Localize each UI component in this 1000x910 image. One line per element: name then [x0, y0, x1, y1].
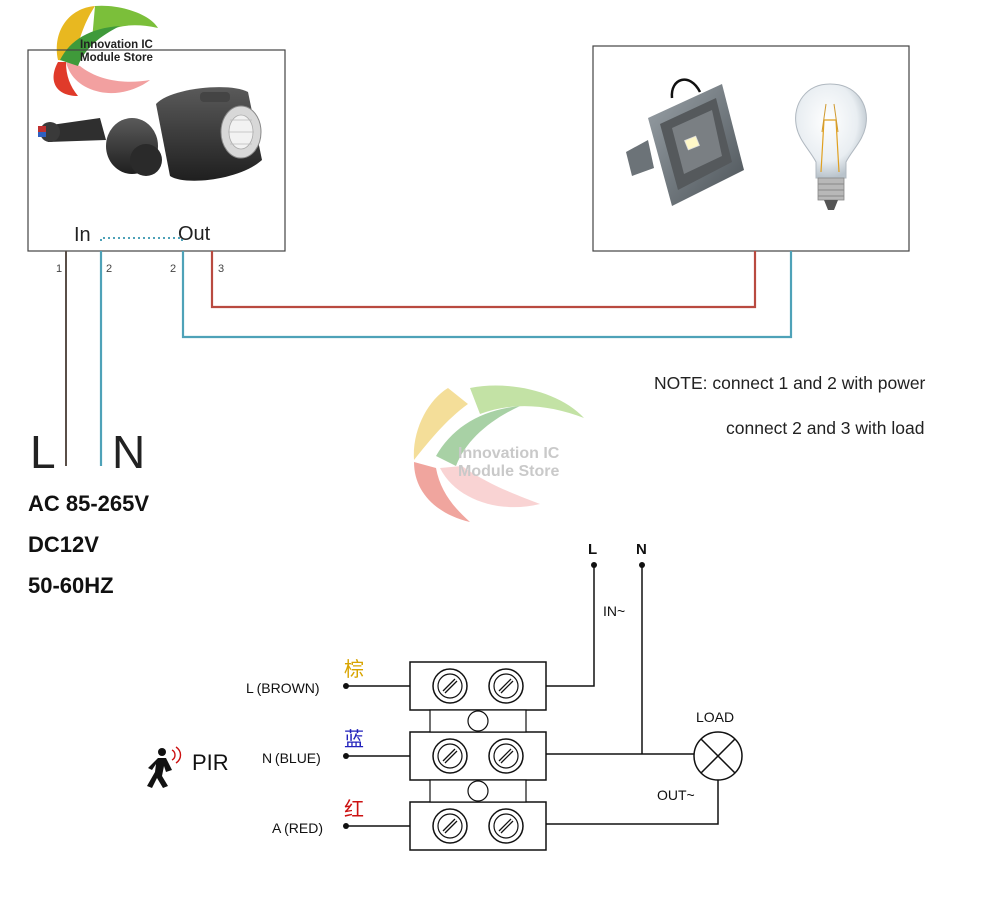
- logo-leaf-icon: [53, 5, 158, 96]
- schematic-wire-out-a: [546, 780, 719, 825]
- row-label-red: A (RED): [272, 820, 323, 836]
- power-n-label: N: [112, 426, 145, 478]
- row-label-brown: L (BROWN): [246, 680, 320, 696]
- logo-line2: Module Store: [80, 52, 153, 64]
- power-l-label: L: [30, 426, 56, 478]
- floodlight-image: [626, 78, 744, 206]
- screw-icon: [432, 808, 468, 844]
- walking-person-icon: [147, 746, 182, 788]
- schematic-n-label: N: [636, 541, 647, 558]
- pir-sensor-image: [38, 87, 262, 181]
- note-line-1: NOTE: connect 1 and 2 with power: [654, 373, 926, 393]
- terminal-block: [409, 661, 547, 851]
- bulb-image: [795, 83, 867, 210]
- note-line-2: connect 2 and 3 with load: [726, 418, 924, 438]
- screw-icon: [488, 738, 524, 774]
- logo-line1: Innovation IC: [80, 39, 153, 51]
- load-label: LOAD: [696, 709, 734, 725]
- screw-icon: [488, 668, 524, 704]
- lamp-box: [592, 45, 910, 252]
- watermark-logo: Innovation IC Module Store: [413, 385, 584, 522]
- screw-icon: [432, 738, 468, 774]
- schematic-wire-l: [546, 565, 595, 687]
- terminal-2b-label: 2: [170, 263, 176, 275]
- watermark-line2: Module Store: [458, 463, 559, 480]
- screw-icon: [488, 808, 524, 844]
- wire-red-load: [210, 251, 757, 309]
- row-cn-brown: 棕: [344, 658, 364, 681]
- sensor-out-label: Out: [178, 223, 211, 245]
- power-spec-2: DC12V: [28, 532, 99, 557]
- brand-logo: Innovation IC Module Store: [53, 5, 158, 96]
- schematic: L N IN~ LOAD OUT~ L (BROWN) 棕: [147, 541, 743, 851]
- row-cn-blue: 蓝: [344, 728, 364, 751]
- pir-label: PIR: [192, 750, 229, 775]
- terminal-1-label: 1: [56, 263, 62, 275]
- internal-bridge-dotted: [100, 237, 183, 241]
- power-spec-3: 50-60HZ: [28, 573, 114, 598]
- schematic-l-label: L: [588, 541, 597, 558]
- terminal-3-label: 3: [218, 263, 224, 275]
- out-label: OUT~: [657, 787, 695, 803]
- load-lamp-icon: [693, 731, 743, 781]
- screw-icon: [432, 668, 468, 704]
- terminal-2-label: 2: [106, 263, 112, 275]
- terminal-screws: [432, 668, 524, 844]
- row-label-blue: N (BLUE): [262, 750, 321, 766]
- wire-blue-load: [181, 251, 793, 339]
- sensor-box: In Out 1 2 2 3: [27, 49, 286, 275]
- schematic-in-label: IN~: [603, 603, 625, 619]
- top-wiring: [65, 251, 793, 466]
- watermark-line1: Innovation IC: [458, 445, 560, 462]
- sensor-in-label: In: [74, 224, 91, 246]
- power-spec-1: AC 85-265V: [28, 491, 149, 516]
- row-cn-red: 红: [344, 798, 364, 821]
